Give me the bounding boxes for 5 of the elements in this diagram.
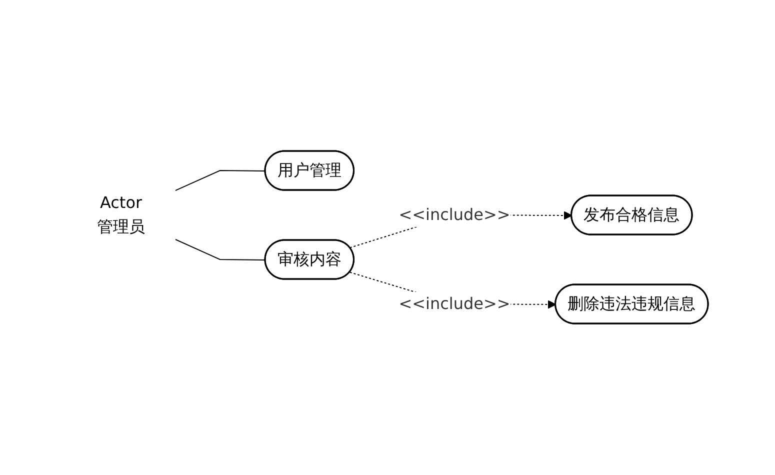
edge-label: <<include>> — [398, 294, 510, 314]
node-text: Actor 管理员 — [96, 193, 145, 236]
edge-label: <<include>> — [398, 205, 510, 224]
connector — [174, 170, 266, 192]
connector — [174, 239, 266, 261]
